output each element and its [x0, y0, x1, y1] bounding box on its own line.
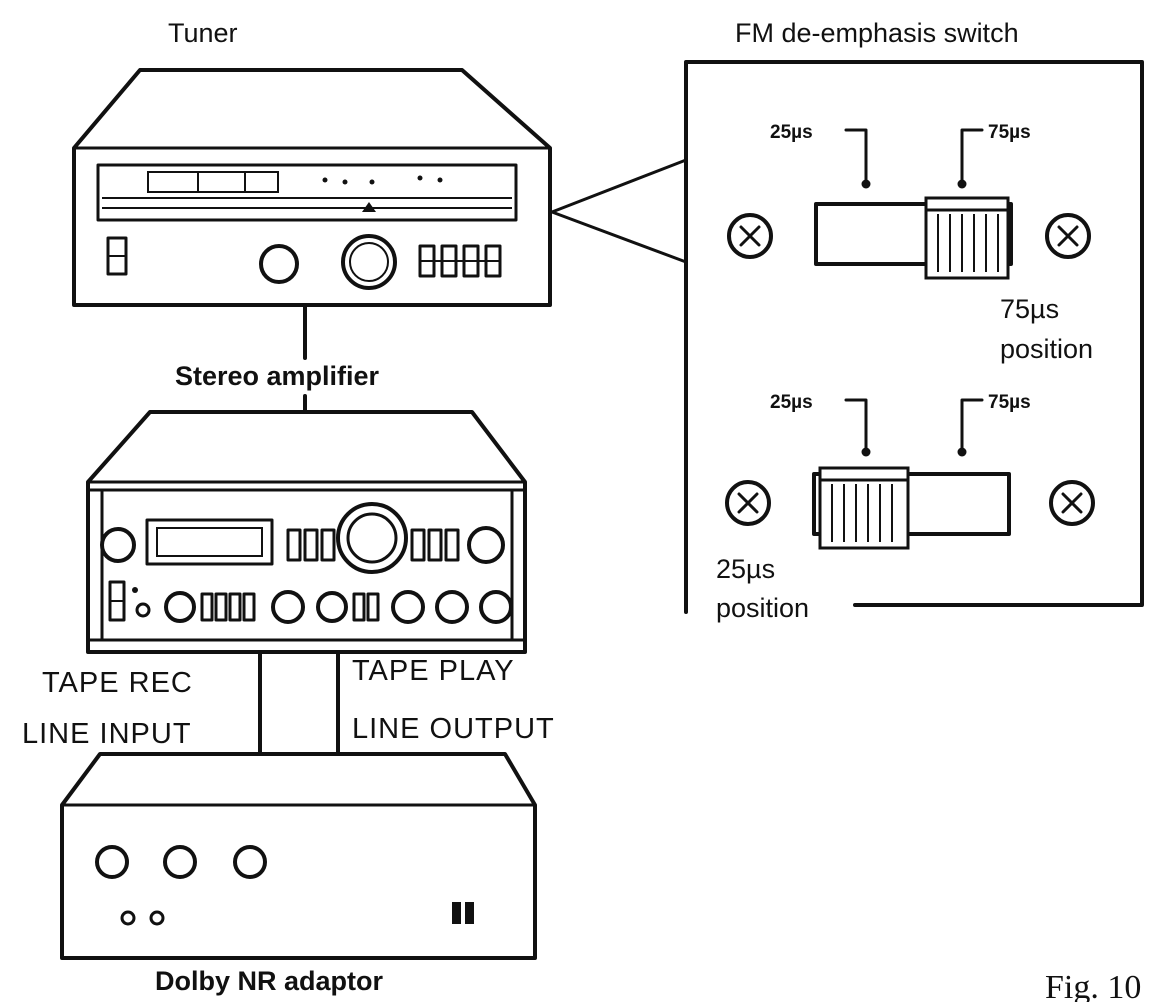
dolby-label: Dolby NR adaptor [155, 966, 384, 996]
tuner-small-knob [259, 244, 299, 284]
line-output-label: LINE OUTPUT [352, 713, 555, 745]
amp-volume-knob [336, 502, 408, 574]
switch-top-25-tick: 25µs [770, 122, 813, 143]
switch-bottom-25-tick: 25µs [770, 392, 813, 413]
dolby-jack-1 [120, 910, 136, 926]
switch-top-75-tick: 75µs [988, 122, 1031, 143]
screw-icon [727, 213, 773, 259]
tuner-buttons [418, 244, 502, 278]
switch-bottom-75-tick: 75µs [988, 392, 1031, 413]
tape-play-label: TAPE PLAY [352, 655, 515, 687]
inset-title: FM de-emphasis switch [735, 18, 1019, 48]
dolby-knob-3 [233, 845, 267, 879]
amp-lower-controls [108, 580, 513, 624]
screw-icon [725, 480, 771, 526]
dolby-knob-2 [163, 845, 197, 879]
switch-bottom-position-value: 25µs [716, 554, 775, 584]
dolby-switch [452, 902, 474, 924]
inset-frame [684, 60, 1144, 614]
switch-top-position-word: position [1000, 334, 1093, 364]
amplifier-label: Stereo amplifier [175, 361, 380, 391]
tuner-dial-panel [96, 163, 518, 222]
callout-pointer [550, 158, 688, 264]
dolby-jack-2 [149, 910, 165, 926]
switch-bottom: 25µs 75µs 25µs position [716, 392, 1095, 623]
dolby-knob-1 [95, 845, 129, 879]
screw-icon [1049, 480, 1095, 526]
line-input-label: LINE INPUT [22, 718, 192, 750]
amp-right-knob [467, 526, 505, 564]
amp-buttons-left [286, 528, 336, 562]
screw-icon [1045, 213, 1091, 259]
tape-rec-label: TAPE REC [42, 667, 193, 699]
switch-top: 25µs 75µs 75µs position [727, 122, 1093, 364]
tuner-unit [72, 68, 552, 307]
amplifier-unit [86, 410, 527, 654]
switch-top-position-value: 75µs [1000, 294, 1059, 324]
dolby-unit [60, 752, 537, 960]
amp-left-knob [100, 527, 136, 563]
tuner-power-switch [106, 236, 128, 276]
switch-bottom-slider [818, 466, 910, 550]
figure-label: Fig. 10 [1045, 969, 1141, 1002]
tuner-label: Tuner [168, 18, 238, 48]
tuner-tuning-knob [341, 234, 397, 290]
switch-bottom-position-word: position [716, 593, 809, 623]
amp-buttons-right [410, 528, 460, 562]
amp-display [145, 518, 274, 566]
switch-top-slider [924, 196, 1010, 280]
